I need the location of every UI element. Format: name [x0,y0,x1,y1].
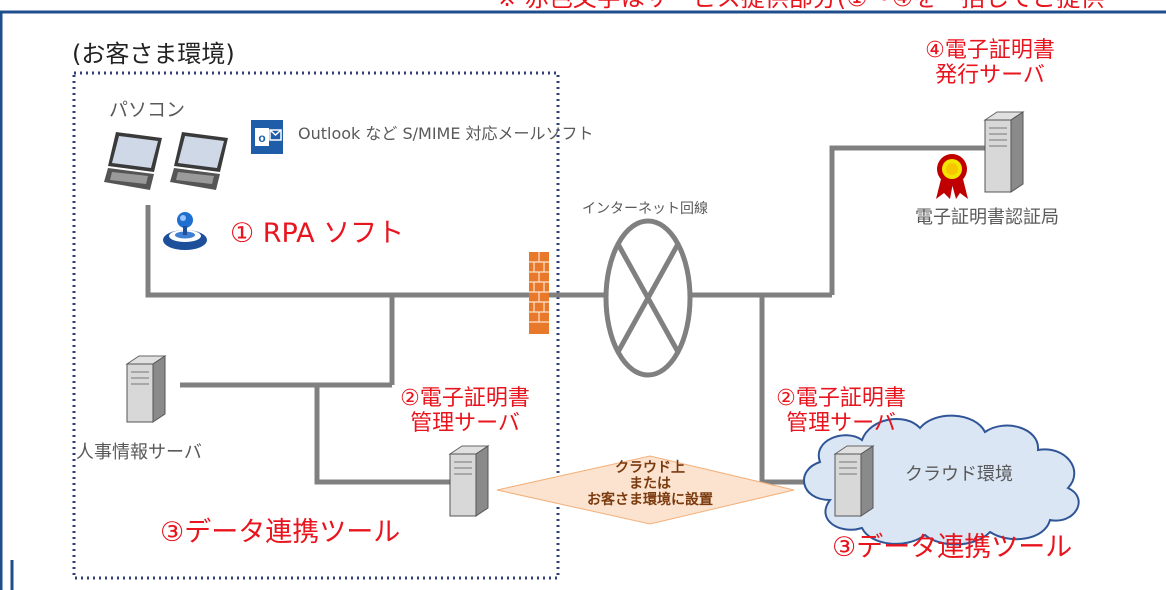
server-icon [833,445,875,517]
outer-frame [0,10,1166,590]
line-left-mgmt-server [314,385,450,485]
server-icon [125,355,167,423]
laptop-icon [104,132,162,190]
data-tool-right-label: ③データ連携ツール [832,532,1073,563]
server-icon [983,111,1025,193]
internet-circle-icon [603,218,693,378]
mgmt-server-right-label-line2: 管理サーバ [786,411,896,437]
placement-note-line2: または [629,476,671,492]
header-note: ※ 赤色文字はサービス提供部分(①～④を一括してご提供 [497,0,1104,13]
data-tool-left-label: ③データ連携ツール [160,517,401,548]
customer-env-label: (お客さま環境) [72,40,235,68]
firewall-icon [529,252,549,334]
laptop-icon [170,132,228,190]
placement-note-shape [496,455,795,525]
rpa-label: ① RPA ソフト [230,218,405,249]
mail-software-label: Outlook など S/MIME 対応メールソフト [298,124,594,143]
line-issuing-server [829,145,986,295]
mgmt-server-right-label-line1: ②電子証明書 [776,386,906,411]
certificate-icon [936,154,968,199]
issuing-server-label-line1: ④電子証明書 [925,38,1055,63]
rpa-icon [163,212,207,250]
ca-label: 電子証明書認証局 [915,207,1059,228]
line-pc-to-firewall [145,205,607,298]
customer-environment-box [72,71,560,580]
placement-note: クラウド上 または お客さま環境に設置 [560,460,740,508]
hr-server-label: 人事情報サーバ [76,442,202,463]
outlook-icon: o [251,120,283,154]
placement-note-line3: お客さま環境に設置 [587,492,713,508]
placement-note-line1: クラウド上 [615,460,685,476]
server-icon [448,445,490,517]
mgmt-server-left-label-line1: ②電子証明書 [400,386,530,411]
pc-label: パソコン [109,99,186,121]
mgmt-server-left-label: ②電子証明書 管理サーバ [380,386,550,437]
issuing-server-label: ④電子証明書 発行サーバ [910,38,1070,89]
internet-label: インターネット回線 [582,201,708,217]
issuing-server-label-line2: 発行サーバ [935,63,1045,89]
svg-text:o: o [258,131,265,145]
cloud-label: クラウド環境 [905,464,1013,485]
network-lines [145,145,986,485]
mgmt-server-left-label-line2: 管理サーバ [410,411,520,437]
mgmt-server-right-label: ②電子証明書 管理サーバ [756,386,926,437]
